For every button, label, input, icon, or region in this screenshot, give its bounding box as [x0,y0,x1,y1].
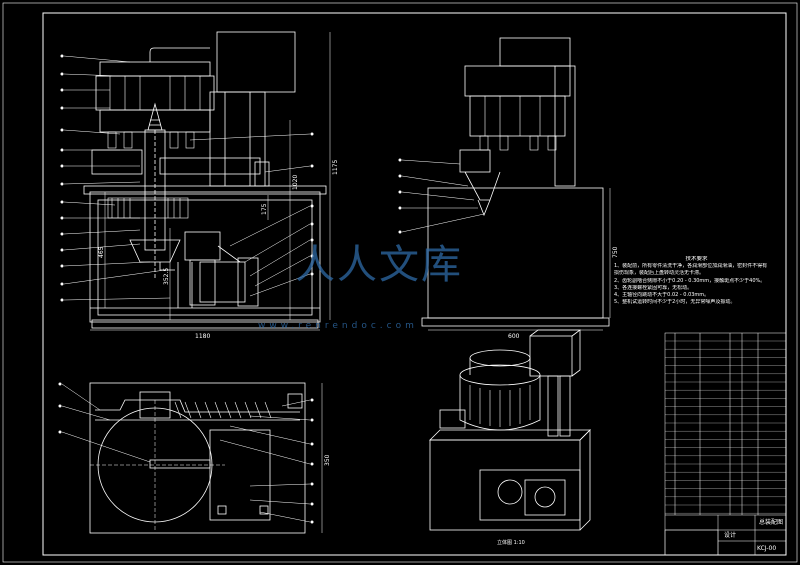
isometric-view [429,329,591,531]
title-block [664,332,787,556]
watermark-text: 人人文库 [295,242,463,288]
isometric-caption: 立体图 1:10 [497,540,525,546]
note-line: 损伤现象，装配后上盘转动灵活无卡滞。 [614,270,705,277]
dim-side-width: 600 [508,333,520,340]
side-callouts [401,159,611,331]
dim-plan-depth: 350 [324,454,331,466]
plan-view [89,382,306,534]
note-line: 4、主轴径向跳动不大于0.02 - 0.03mm。 [614,292,710,299]
dim-front-upper: 1020 [292,175,299,190]
dim-front-inner: 352.5 [163,268,170,285]
designer-label: 设计 [724,531,736,539]
drawing-number: KCJ-00 [757,545,776,552]
plan-callouts [61,383,323,533]
notes-title: 技术要求 [685,256,708,262]
technical-notes: 技术要求 1、装配前，所有零件清洗干净，各润滑部位加润滑油，密封件不得有 损伤现… [614,256,779,306]
revision-table [664,529,719,556]
front-callouts [63,55,311,301]
side-view [421,37,610,327]
dimension-labels: 1175 1020 465 352.5 1180 750 600 350 175 [98,160,619,466]
dim-side-height: 750 [612,246,619,258]
dim-front-width: 1180 [195,333,210,340]
note-line: 2、齿轮副啮合侧隙不小于0.20 - 0.30mm，接触斑点不少于40%。 [614,277,766,284]
drawing-frame [42,12,787,556]
dim-front-total: 1175 [332,160,339,175]
drawing-name: 总装配图 [759,518,783,526]
note-line: 5、整机试运转时间不少于2小时，无异常噪声及振动。 [614,299,736,306]
note-line: 3、各连接螺栓紧固可靠，无松动。 [614,284,693,291]
front-dimensions [90,32,331,331]
note-line: 1、装配前，所有零件清洗干净，各润滑部位加润滑油，密封件不得有 [614,263,768,270]
dim-small-top: 175 [261,203,268,215]
front-view [83,31,327,329]
title-block-text: 总装配图 KCJ-00 设计 [724,518,783,552]
watermark-url: www.renrendoc.com [258,321,418,331]
bom-rows [665,340,786,514]
dim-front-mid: 465 [98,246,105,258]
